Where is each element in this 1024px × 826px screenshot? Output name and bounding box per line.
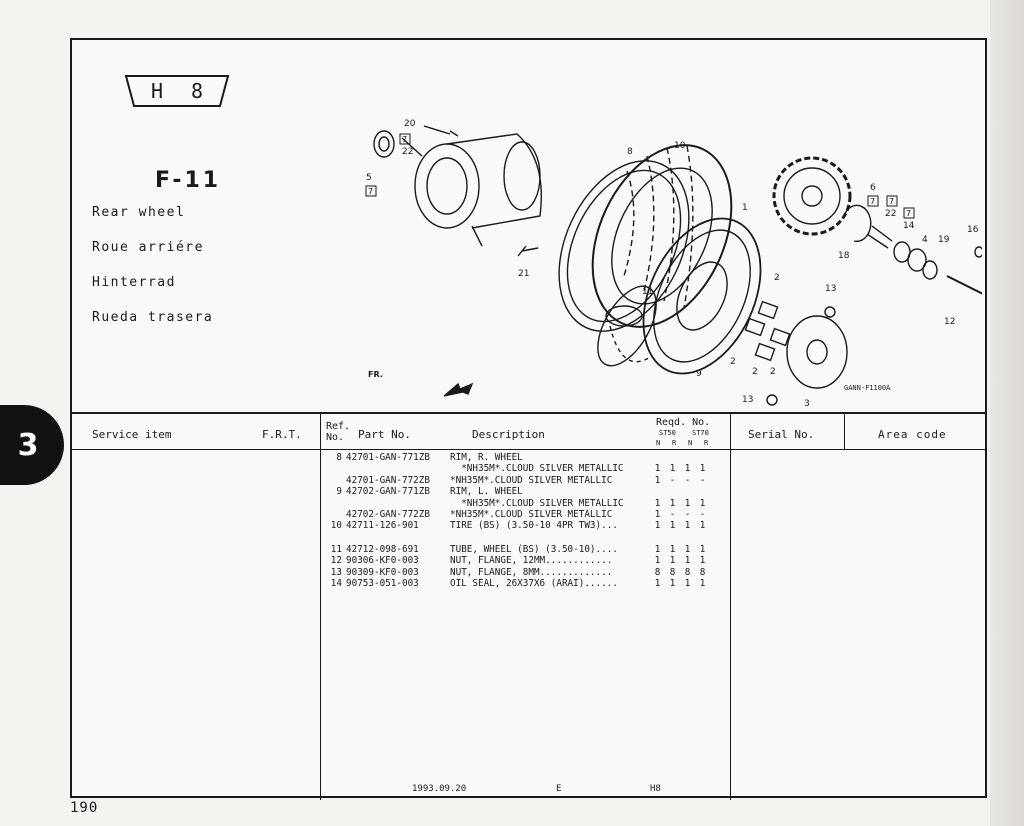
driven-flange [786,315,848,389]
nut-13-lower [766,394,778,406]
header-area-code: Area code [878,428,947,441]
svg-text:7: 7 [870,197,875,206]
header-sub-n2: N [688,439,693,447]
svg-text:10: 10 [674,141,686,151]
svg-text:4: 4 [922,235,928,245]
svg-text:11: 11 [642,287,653,297]
header-reqd-no: Reqd. No. [656,417,711,428]
divider-serial [844,412,845,450]
svg-text:12: 12 [944,317,955,327]
front-arrow-label: FR. [368,370,383,379]
row-group-gap [328,532,710,544]
exploded-parts-diagram: 20 7 22 5 7 21 8 10 11 9 1 18 6 7 7 22 7… [365,119,982,406]
svg-text:5: 5 [366,173,372,183]
header-model-a: ST50 [659,429,676,437]
divider-frt [320,412,321,800]
figure-code: F-11 [155,168,222,193]
svg-text:6: 6 [870,183,876,193]
header-model-b: ST70 [692,429,709,437]
title-german: Hinterrad [92,275,176,290]
front-arrow [443,382,474,397]
adjacent-page-edge [990,0,1024,826]
svg-text:7: 7 [889,197,894,206]
svg-text:21: 21 [518,269,529,279]
nut-13-upper [824,306,836,318]
bearing [373,130,395,158]
footer-edition: E [556,784,562,794]
header-part-no: Part No. [358,428,411,441]
svg-text:2: 2 [770,367,776,377]
damper-rubbers [744,300,791,362]
footer-date: 1993.09.20 [412,784,467,794]
header-sub-n1: N [656,439,661,447]
svg-text:2: 2 [774,273,780,283]
svg-text:7: 7 [402,135,407,144]
hub-drum [401,133,543,247]
svg-text:7: 7 [906,209,911,218]
axle-assembly [866,225,982,295]
svg-text:9: 9 [696,369,702,379]
title-list: Rear wheel Roue arriére Hinterrad Rueda … [92,205,213,345]
section-tab: 3 [0,405,64,485]
svg-text:18: 18 [838,251,850,261]
svg-text:13: 13 [742,395,753,405]
svg-text:14: 14 [903,221,915,231]
footer-code: H8 [650,784,661,794]
svg-text:17: 17 [981,215,982,225]
sprocket [772,156,852,236]
title-french: Roue arriére [92,240,204,255]
bolt-21 [517,245,539,257]
diagram-reference-code: GANN-F1100A [844,384,891,392]
title-spanish: Rueda trasera [92,310,214,325]
svg-text:2: 2 [730,357,736,367]
page-number: 190 [70,800,99,816]
section-tab-number: 3 [17,427,39,463]
svg-text:8: 8 [627,147,633,157]
title-english: Rear wheel [92,205,186,220]
circlip [843,204,872,243]
svg-text:7: 7 [368,187,373,196]
svg-text:13: 13 [825,284,836,294]
svg-text:16: 16 [967,225,979,235]
svg-text:22: 22 [402,147,413,157]
divider-reqd [730,412,731,800]
header-ref-no: Ref. No. [326,421,351,443]
svg-text:19: 19 [938,235,950,245]
section-code-number: 8 [191,79,204,103]
header-sub-r2: R [704,439,709,447]
tire [591,144,733,328]
header-service-item: Service item [92,428,172,441]
bolt-20 [423,125,459,137]
svg-text:22: 22 [885,209,896,219]
header-serial-no: Serial No. [748,428,815,441]
svg-text:3: 3 [804,399,810,406]
header-frt: F.R.T. [262,428,302,441]
parts-catalog-page: H 8 F-11 Rear wheel Roue arriére Hinterr… [70,38,987,800]
header-description: Description [472,428,545,441]
callout-20: 20 [404,119,416,129]
header-sub-r1: R [672,439,677,447]
parts-table-header: Service item F.R.T. Ref. No. Part No. De… [72,412,985,450]
svg-text:2: 2 [752,367,758,377]
section-code-badge: H 8 [122,74,232,108]
table-row: 42701-GAN-772ZB*NH35M*.CLOUD SILVER META… [346,474,706,486]
section-code-letter: H [150,79,163,103]
svg-text:1: 1 [742,203,748,213]
table-row: 42702-GAN-772ZB*NH35M*.CLOUD SILVER META… [346,509,706,521]
